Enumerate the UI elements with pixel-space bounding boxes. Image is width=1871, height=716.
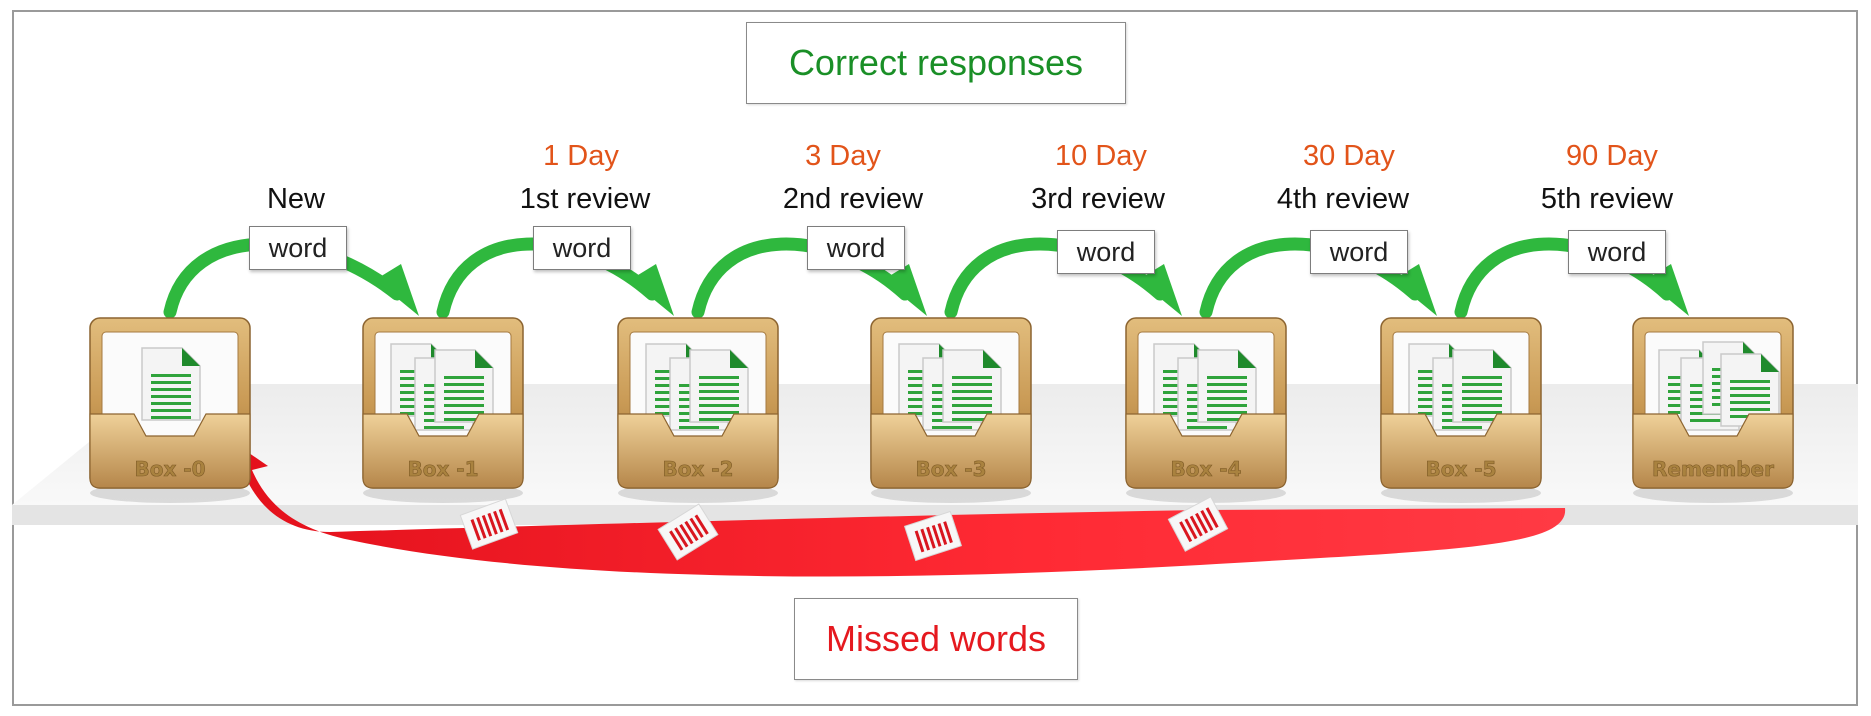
correct-arrow-head: [630, 264, 674, 316]
stage-label-5th-review: 5th review: [1540, 183, 1674, 215]
correct-arrow-head: [375, 264, 419, 316]
word-tag: word: [807, 226, 905, 270]
review-box: Box -5: [1380, 317, 1542, 503]
missed-document-icon: [459, 498, 519, 550]
correct-responses-title: Correct responses: [746, 22, 1126, 104]
word-tag: word: [1057, 230, 1155, 274]
box-label: Box -2: [662, 457, 733, 481]
interval-label-3: 10 Day: [1055, 140, 1147, 172]
diagram-frame: [12, 10, 1858, 706]
document-icon: [689, 349, 749, 423]
document-icon: [1452, 349, 1512, 423]
correct-arrow-head: [1393, 264, 1437, 316]
box-label: Box -0: [134, 457, 205, 481]
stage-label-2nd-review: 2nd review: [782, 183, 924, 215]
word-tag: word: [1568, 230, 1666, 274]
review-box: Box -2: [617, 317, 779, 503]
stage-label-new: New: [266, 183, 325, 215]
missed-words-arrow: [232, 444, 1566, 577]
review-box: Remember: [1632, 317, 1794, 503]
box-label: Box -5: [1425, 457, 1496, 481]
interval-label-2: 3 Day: [805, 140, 881, 172]
document-icon: [1720, 353, 1780, 427]
word-tag: word: [249, 226, 347, 270]
word-tag: word: [1310, 230, 1408, 274]
correct-arrow-head: [1645, 264, 1689, 316]
missed-document-icon: [1167, 496, 1229, 552]
stage-label-4th-review: 4th review: [1276, 183, 1410, 215]
stage-label-3rd-review: 3rd review: [1031, 183, 1165, 215]
document-icon: [434, 349, 494, 423]
missed-document-icon: [657, 503, 719, 561]
document-icon: [141, 347, 201, 421]
missed-words-title: Missed words: [794, 598, 1078, 680]
box-label: Box -1: [407, 457, 478, 481]
correct-arrow-head: [883, 264, 927, 316]
document-icon: [1197, 349, 1257, 423]
word-tag: word: [533, 226, 631, 270]
interval-label-1: 1 Day: [543, 140, 619, 172]
review-box: Box -1: [362, 317, 524, 503]
review-box: Box -4: [1125, 317, 1287, 503]
missed-document-icon: [903, 510, 963, 562]
correct-arrow: [691, 237, 912, 319]
box-label: Box -3: [915, 457, 986, 481]
box-label: Box -4: [1170, 457, 1241, 481]
correct-arrow-head: [1138, 264, 1182, 316]
review-box: Box -3: [870, 317, 1032, 503]
document-icon: [942, 349, 1002, 423]
box-label: Remember: [1652, 457, 1774, 481]
stage-label-1st-review: 1st review: [519, 183, 651, 215]
interval-label-5: 90 Day: [1566, 140, 1658, 172]
interval-label-4: 30 Day: [1303, 140, 1395, 172]
correct-arrow: [436, 237, 659, 319]
review-box: Box -0: [89, 317, 251, 503]
